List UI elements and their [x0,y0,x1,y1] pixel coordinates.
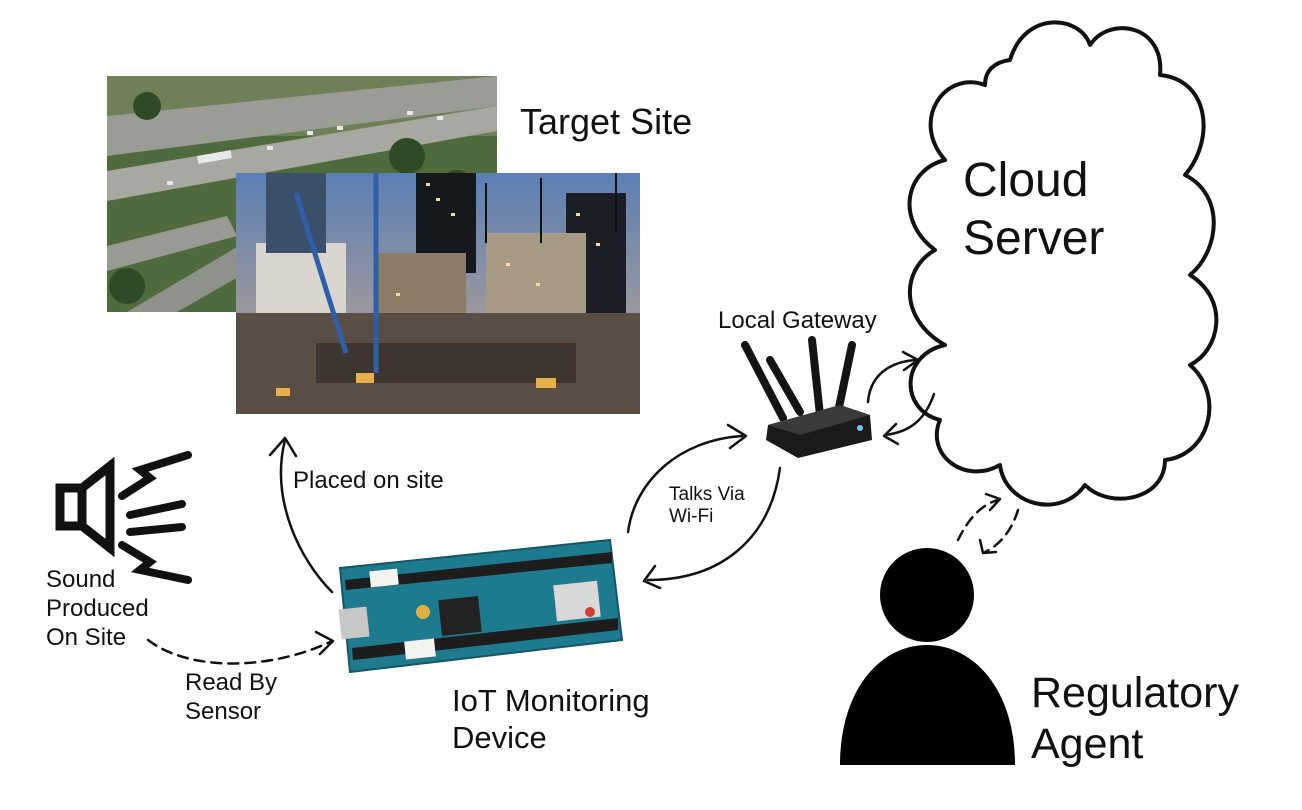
arrow-cloud-to-gateway [883,392,936,437]
arrow-cloud-to-person [983,508,1020,554]
regulatory-agent-line-1: Regulatory [1031,669,1239,717]
talks-via-wifi-line-1: Talks Via [669,484,745,505]
iot-device-label: IoT Monitoring Device [452,682,650,756]
sound-produced-line-3: On Site [46,624,127,651]
sound-produced-line-2: Produced [46,595,149,622]
sound-produced-line-1: Sound [46,566,116,593]
sound-produced-label: Sound Produced On Site [46,565,149,652]
read-by-sensor-line-1: Read By [185,669,278,696]
construction-site-photo [236,173,640,414]
cloud-server-label: Cloud Server [963,152,1104,268]
target-site-label: Target Site [520,101,693,142]
arrow-person-to-cloud [956,498,1000,542]
read-by-sensor-label: Read By Sensor [185,668,277,726]
arrow-sound-to-sensor [146,638,332,665]
arrow-gateway-to-cloud [866,358,917,404]
iot-device-line-2: Device [452,720,547,755]
arrow-placed-on-site [279,438,334,594]
local-gateway-label: Local Gateway [718,307,877,334]
regulatory-agent-line-2: Agent [1031,720,1144,768]
cloud-server-line-1: Cloud [963,154,1089,207]
read-by-sensor-line-2: Sensor [185,698,262,725]
talks-via-wifi-label: Talks Via Wi-Fi [669,484,745,528]
cloud-server-line-2: Server [963,212,1105,265]
arrow-device-to-gateway [626,434,744,534]
regulatory-agent-label: Regulatory Agent [1031,668,1239,770]
iot-device-line-1: IoT Monitoring [452,683,650,718]
placed-on-site-label: Placed on site [293,467,444,494]
talks-via-wifi-line-2: Wi-Fi [669,506,714,527]
arrow-gateway-to-device [646,466,782,582]
